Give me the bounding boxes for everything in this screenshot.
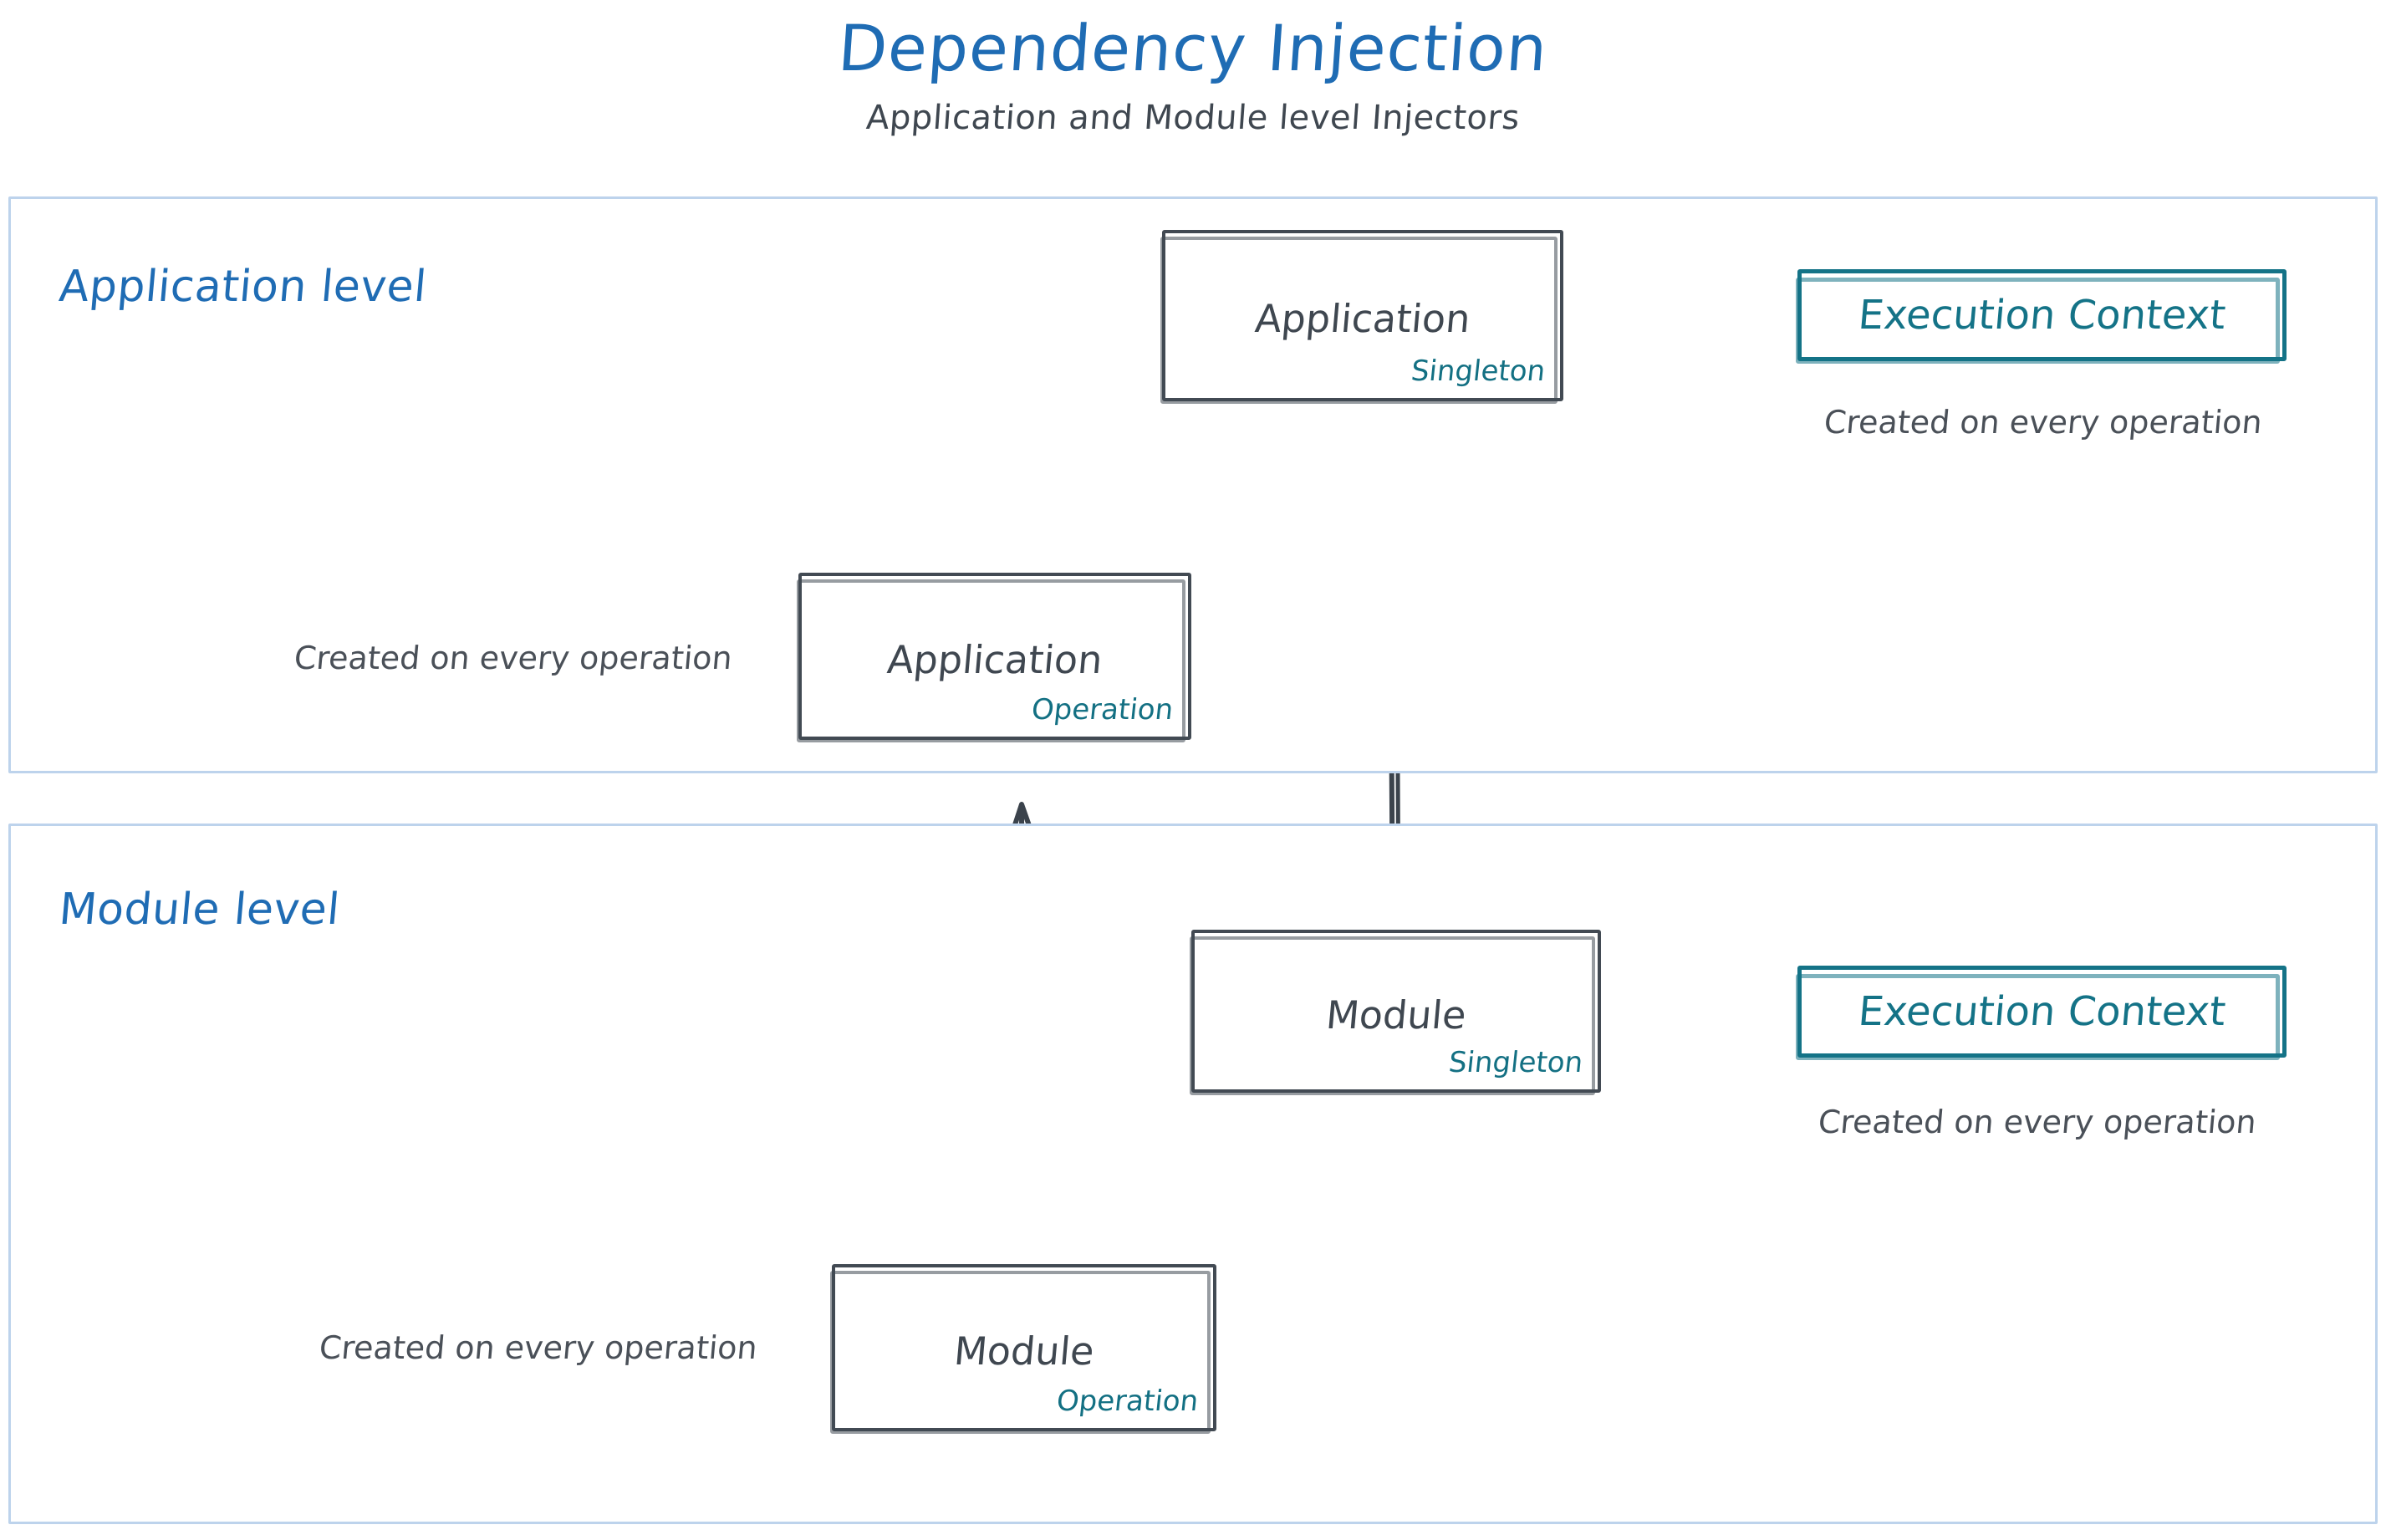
node-application-singleton[interactable]: Application Singleton (1160, 230, 1563, 404)
execution-context-label: Execution Context (1856, 988, 2228, 1035)
node-application-execution-context[interactable]: Execution Context (1796, 269, 2287, 364)
execution-context-label: Execution Context (1856, 292, 2228, 339)
node-module-execution-context[interactable]: Execution Context (1796, 966, 2287, 1060)
node-scope: Singleton (1409, 354, 1547, 388)
node-module-operation[interactable]: Module Operation (830, 1264, 1216, 1434)
node-scope: Singleton (1446, 1046, 1585, 1079)
module-level-label: Module level (57, 885, 342, 935)
application-execution-context-caption: Created on every operation (1823, 404, 2264, 441)
module-operation-side-note: Created on every operation (318, 1329, 759, 1366)
page-subtitle: Application and Module level Injectors (864, 98, 1522, 137)
application-level-label: Application level (57, 262, 429, 312)
node-scope: Operation (1054, 1384, 1201, 1418)
node-title: Application (1253, 295, 1472, 341)
module-execution-context-caption: Created on every operation (1817, 1104, 2258, 1140)
page-title: Dependency Injection (835, 11, 1551, 85)
application-operation-side-note: Created on every operation (293, 640, 734, 676)
title-block: Dependency Injection Application and Mod… (0, 0, 2386, 137)
node-module-singleton[interactable]: Module Singleton (1190, 930, 1601, 1095)
node-application-operation[interactable]: Application Operation (797, 573, 1191, 742)
node-scope: Operation (1029, 693, 1175, 727)
node-title: Module (1323, 992, 1469, 1038)
node-title: Application (885, 636, 1104, 682)
node-title: Module (951, 1328, 1097, 1374)
